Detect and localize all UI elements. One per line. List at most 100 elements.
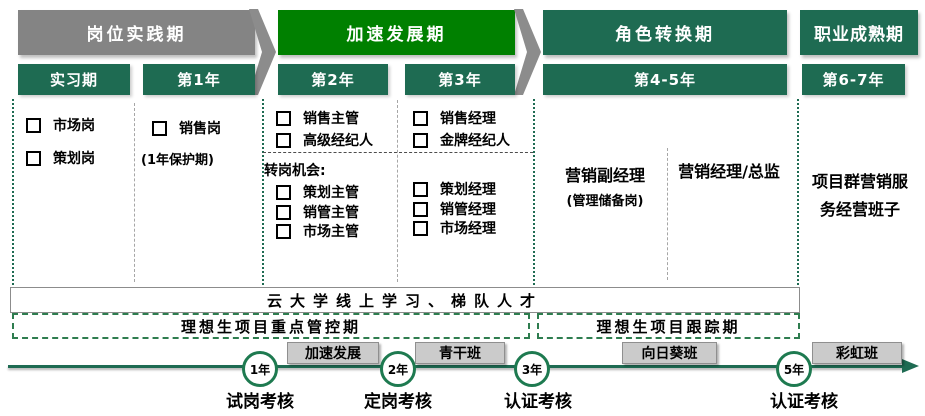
list-item-label: 市场经理 [440, 221, 496, 237]
role-project-group-line1: 项目群营销服 [811, 172, 908, 191]
stage-title: 加速发展期 [346, 25, 447, 45]
tracking-period-label: 理想生项目跟踪期 [596, 317, 741, 336]
list-item-label: 销售经理 [440, 111, 496, 127]
list-item-label: 销售主管 [303, 111, 359, 127]
section-border-line [12, 99, 14, 285]
milestone-circle-year1: 1年 [242, 351, 278, 387]
year-label: 第1年 [177, 71, 221, 89]
checkbox-icon[interactable] [413, 110, 428, 126]
list-item: 市场经理 [413, 218, 496, 238]
milestone-year: 2年 [387, 362, 409, 377]
checkbox-icon[interactable] [276, 204, 291, 220]
list-item-label: 销管主管 [303, 205, 359, 221]
milestone-year: 5年 [783, 362, 805, 377]
list-item-label: 高级经纪人 [303, 133, 373, 149]
year-box-3: 第3年 [405, 64, 515, 95]
list-item: 市场主管 [276, 221, 359, 241]
checkbox-icon[interactable] [152, 120, 167, 136]
section-border-line [533, 99, 535, 285]
list-item: 销售主管 [276, 108, 359, 128]
transfer-opportunity-title: 转岗机会: [264, 163, 326, 179]
checkbox-icon[interactable] [413, 220, 428, 236]
milestone-circle-year2: 2年 [380, 351, 416, 387]
class-box-rainbow: 彩虹班 [812, 342, 902, 364]
list-item-label: 策划经理 [440, 182, 496, 198]
year-label: 第4-5年 [633, 71, 697, 89]
stage-practice-period: 岗位实践期 [18, 10, 255, 55]
right-arrow-icon [514, 9, 541, 95]
list-item: 销管主管 [276, 202, 359, 222]
milestone-circle-year3: 3年 [514, 351, 550, 387]
year-box-2: 第2年 [278, 64, 388, 95]
timeline-arrowhead-icon [902, 359, 919, 373]
milestone-label-trial-assessment: 试岗考核 [226, 392, 294, 412]
milestone-label-position-assessment: 定岗考核 [364, 392, 432, 412]
year-label: 第6-7年 [822, 71, 885, 89]
checkbox-icon[interactable] [413, 201, 428, 217]
role-marketing-manager-director: 营销经理/总监 [678, 162, 780, 181]
list-item: 策划经理 [413, 179, 496, 199]
checkbox-icon[interactable] [276, 110, 291, 126]
milestone-label-certification-assessment-1: 认证考核 [504, 392, 572, 412]
role-deputy-marketing-manager: 营销副经理 [564, 166, 645, 185]
section-border-line [797, 99, 799, 285]
role-project-group-line2: 务经营班子 [819, 200, 900, 219]
milestone-label-certification-assessment-2: 认证考核 [770, 392, 838, 412]
list-item-label: 策划岗 [53, 151, 95, 167]
milestone-circle-year5: 5年 [776, 351, 812, 387]
year-label: 第2年 [311, 71, 355, 89]
list-item: 市场岗 [26, 115, 95, 135]
year-box-4-5: 第4-5年 [543, 64, 787, 95]
list-item-label: 销售岗 [179, 121, 221, 137]
list-item: 策划主管 [276, 182, 359, 202]
checkbox-icon[interactable] [276, 132, 291, 148]
year-box-1: 第1年 [143, 64, 255, 95]
stage-title: 角色转换期 [615, 25, 715, 45]
list-item-label: 策划主管 [303, 185, 359, 201]
list-item: 销售岗 [152, 118, 221, 138]
list-item: 策划岗 [26, 148, 95, 168]
checkbox-icon[interactable] [413, 181, 428, 197]
protection-period-note: (1年保护期) [141, 153, 214, 168]
stage-title: 职业成熟期 [814, 25, 904, 45]
list-item: 高级经纪人 [276, 130, 373, 150]
year-label: 第3年 [438, 71, 482, 89]
checkbox-icon[interactable] [276, 184, 291, 200]
stage-career-maturity-period: 职业成熟期 [800, 10, 918, 55]
class-label: 青干班 [439, 346, 481, 362]
class-label: 彩虹班 [836, 346, 878, 362]
year-label: 实习期 [49, 71, 98, 89]
class-label: 向日葵班 [641, 346, 698, 362]
list-item: 金牌经纪人 [413, 130, 510, 150]
right-arrow-icon [249, 9, 276, 95]
online-learning-bar: 云大学线上学习、梯队人才 [10, 287, 800, 313]
stage-role-transition-period: 角色转换期 [543, 10, 787, 55]
stage-acceleration-period: 加速发展期 [278, 10, 515, 55]
tracking-period-bar: 理想生项目跟踪期 [537, 313, 800, 339]
management-reserve-note: (管理储备岗) [566, 194, 644, 209]
list-item-label: 销管经理 [440, 202, 496, 218]
milestone-year: 3年 [521, 362, 543, 377]
list-item-label: 市场主管 [303, 224, 359, 240]
section-border-line [262, 99, 264, 285]
column-separator-line [397, 100, 398, 282]
list-item: 销管经理 [413, 199, 496, 219]
column-separator-line [134, 103, 135, 282]
year-box-internship: 实习期 [18, 64, 130, 95]
checkbox-icon[interactable] [26, 150, 41, 166]
list-item-label: 金牌经纪人 [440, 133, 510, 149]
class-box-acceleration: 加速发展 [287, 342, 379, 364]
control-period-label: 理想生项目重点管控期 [180, 317, 361, 336]
milestone-year: 1年 [249, 362, 271, 377]
checkbox-icon[interactable] [26, 117, 41, 133]
column-separator-line [667, 148, 668, 280]
row-divider-line [263, 152, 533, 153]
year-box-6-7: 第6-7年 [802, 64, 905, 95]
class-label: 加速发展 [305, 346, 361, 362]
list-item-label: 市场岗 [53, 118, 95, 134]
class-box-sunflower: 向日葵班 [622, 342, 717, 364]
list-item: 销售经理 [413, 108, 496, 128]
checkbox-icon[interactable] [413, 132, 428, 148]
checkbox-icon[interactable] [276, 223, 291, 239]
